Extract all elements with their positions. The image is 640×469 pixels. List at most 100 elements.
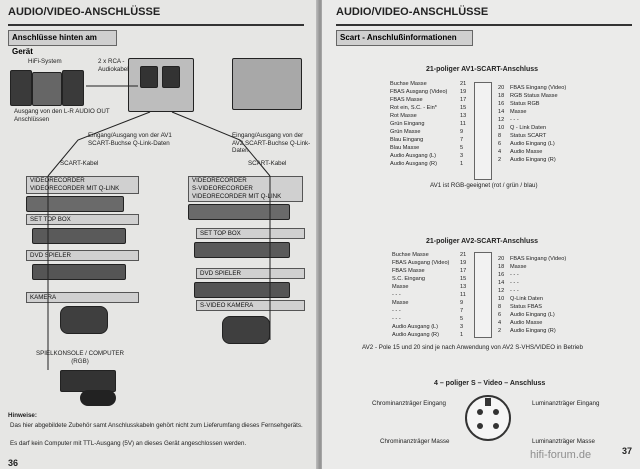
tv-rear-image [232, 58, 302, 110]
av1-left-1: FBAS Ausgang (Video) [390, 89, 448, 95]
camera-left-image [60, 306, 108, 334]
av2-note: Eingang/Ausgang von der AV2 SCART-Buchse… [232, 132, 311, 154]
device-console-left: SPIELKONSOLE / COMPUTER (RGB) [35, 350, 125, 365]
speaker-right [62, 70, 84, 106]
page-37: AUDIO/VIDEO-ANSCHLÜSSE Scart - Anschlußi… [322, 0, 640, 469]
svideo-camera-image [222, 316, 270, 344]
av1-lnum-5: 11 [460, 121, 466, 127]
device-dvd-left: DVD SPIELER [26, 250, 139, 261]
av1-note: AV1 ist RGB-geeignet (rot / grün / blau) [430, 182, 538, 189]
av2-left-2: FBAS Masse [392, 268, 425, 274]
av1-lnum-9: 3 [460, 153, 464, 159]
svideo-title: 4 – poliger S – Video – Anschluss [434, 380, 546, 387]
page-header: AUDIO/VIDEO-ANSCHLÜSSE [336, 6, 632, 26]
dvd-left-image [32, 264, 126, 280]
av1-lnum-2: 17 [460, 97, 467, 103]
page-number-right: 37 [622, 446, 633, 456]
device-camera-left: KAMERA [26, 292, 139, 303]
av1-left-2: FBAS Masse [390, 97, 423, 103]
av2-scart-diagram [474, 252, 492, 338]
watermark: hifi-forum.de [530, 449, 592, 461]
page-number-left: 36 [8, 458, 19, 468]
av1-rnum-3: 14 [498, 109, 505, 115]
scart-cable-left: SCART-Kabel [60, 160, 99, 167]
av2-right-2: - - - [510, 272, 519, 278]
section-title: Scart - Anschlußinformationen [336, 30, 473, 46]
page-header: AUDIO/VIDEO-ANSCHLÜSSE [8, 6, 304, 26]
av2-right-9: Audio Eingang (R) [510, 328, 556, 334]
av1-right-7: Audio Eingang (L) [510, 141, 555, 147]
av2-rnum-2: 16 [498, 272, 505, 278]
gamepad-image [80, 390, 116, 406]
av1-lnum-1: 19 [460, 89, 467, 95]
av2-lnum-4: 13 [460, 284, 467, 290]
av1-lnum-6: 9 [460, 129, 464, 135]
av2-lnum-2: 17 [460, 268, 467, 274]
av1-right-5: Q - Link Daten [510, 125, 547, 131]
av1-lnum-8: 5 [460, 145, 464, 151]
av1-right-3: Masse [510, 109, 527, 115]
av2-left-6: Masse [392, 300, 409, 306]
sv-luma-gnd: Luminanzträger Masse [532, 438, 595, 445]
av1-left-9: Audio Ausgang (L) [390, 153, 437, 159]
av2-lnum-10: 1 [460, 332, 464, 338]
av2-right-4: - - - [510, 288, 519, 294]
vcr-left-image [26, 196, 124, 212]
av2-right-0: FBAS Eingang (Video) [510, 256, 567, 262]
av1-note: Eingang/Ausgang von der AV1 SCART-Buchse… [88, 132, 172, 147]
vcr-right-image [188, 204, 290, 220]
av2-rnum-3: 14 [498, 280, 505, 286]
av2-lnum-6: 9 [460, 300, 464, 306]
av1-scart-diagram [474, 82, 492, 180]
av1-lnum-10: 1 [460, 161, 464, 167]
av1-left-10: Audio Ausgang (R) [390, 161, 437, 167]
av1-rnum-1: 18 [498, 93, 505, 99]
av1-left-6: Grün Masse [390, 129, 421, 135]
device-stb-right: SET TOP BOX [196, 228, 305, 239]
av1-right-1: RGB Status Masse [510, 93, 558, 99]
dvd-right-image [194, 282, 290, 298]
svideo-socket [465, 395, 511, 441]
device-dvd-right: DVD SPIELER [196, 268, 305, 279]
device-vcr-right: VIDEORECORDER S-VIDEORECORDER VIDEORECOR… [188, 176, 303, 202]
scart-cable-right: SCART-Kabel [248, 160, 287, 167]
av1-lnum-7: 7 [460, 137, 464, 143]
av2-rnum-5: 10 [498, 296, 505, 302]
av2-right-6: Status FBAS [510, 304, 543, 310]
av2-lnum-9: 3 [460, 324, 464, 330]
scart-av2 [162, 66, 180, 88]
device-vcr-left: VIDEORECORDER VIDEORECORDER MIT Q-LINK [26, 176, 139, 194]
av2-right-5: Q-Link Daten [510, 296, 543, 302]
audio-out-label: Ausgang von den L-R AUDIO OUT Anschlüsse… [14, 108, 110, 123]
av1-right-9: Audio Eingang (R) [510, 157, 556, 163]
av2-title: 21-poliger AV2-SCART-Anschluss [426, 238, 539, 245]
av1-title: 21-poliger AV1-SCART-Anschluss [426, 66, 539, 73]
hifi-unit [32, 72, 62, 106]
av2-lnum-0: 21 [460, 252, 467, 258]
scart-av1 [140, 66, 158, 88]
section-title: Anschlüsse hinten am Gerät [8, 30, 117, 56]
av2-note: AV2 - Pole 15 und 20 sind je nach Anwend… [362, 344, 583, 351]
av2-rnum-0: 20 [498, 256, 505, 262]
note-1: Das hier abgebildete Zubehör samt Anschl… [10, 422, 303, 429]
av1-rnum-6: 8 [498, 133, 502, 139]
av1-rnum-2: 16 [498, 101, 505, 107]
av1-right-6: Status SCART [510, 133, 547, 139]
notes-title: Hinweise: [8, 412, 37, 419]
av1-left-0: Buchse Masse [390, 81, 427, 87]
av2-rnum-4: 12 [498, 288, 505, 294]
av2-right-8: Audio Masse [510, 320, 543, 326]
av2-rnum-8: 4 [498, 320, 502, 326]
stb-right-image [194, 242, 290, 258]
av1-right-4: - - - [510, 117, 519, 123]
av2-left-7: - - - [392, 308, 401, 314]
sv-chroma-in: Chrominanzträger Eingang [372, 400, 446, 407]
av1-left-5: Grün Eingang [390, 121, 425, 127]
av1-right-2: Status RGB [510, 101, 540, 107]
device-svideo-camera: S-VIDEO KAMERA [196, 300, 305, 311]
av2-left-1: FBAS Ausgang (Video) [392, 260, 450, 266]
hifi-label: HiFi-System [28, 58, 62, 65]
av2-rnum-7: 6 [498, 312, 502, 318]
book-gutter [316, 0, 324, 469]
